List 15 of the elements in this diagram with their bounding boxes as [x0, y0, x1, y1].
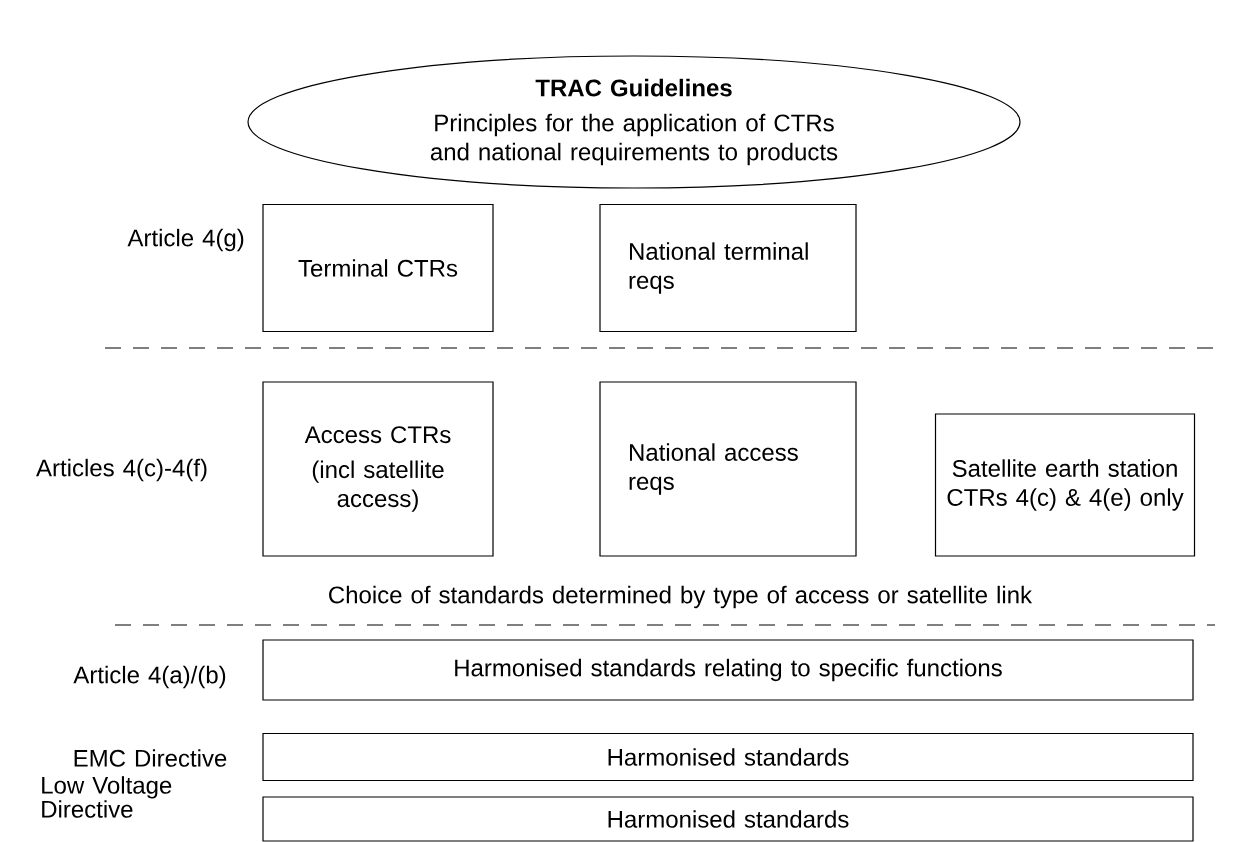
text-box: National access reqs — [599, 381, 857, 557]
ellipse-node: TRAC Guidelines Principles for the application of CTRs and national requirements to products — [247, 55, 1021, 189]
text-box: Harmonised standards — [262, 796, 1194, 842]
row-label: Article 4(a)/(b) — [73, 665, 226, 689]
row-label: Low Voltage Directive — [42, 776, 172, 818]
row-label: Article 4(g) — [127, 228, 244, 252]
text-box: Terminal CTRs — [262, 203, 494, 333]
row-label: EMC Directive — [74, 749, 227, 767]
text-box: Harmonised standards — [262, 732, 1194, 782]
text-box: Access CTRs (incl satellite access) — [262, 381, 494, 557]
text-box: National terminal reqs — [599, 203, 857, 333]
row-label: Choice of standards determined by type of access or satellite link — [329, 585, 1033, 609]
row-label: Articles 4(c)-4(f) — [36, 458, 207, 482]
text-box: Harmonised standards relating to specific functions — [262, 639, 1194, 701]
text-box: Satellite earth station CTRs 4(c) & 4(e) only — [934, 413, 1196, 557]
